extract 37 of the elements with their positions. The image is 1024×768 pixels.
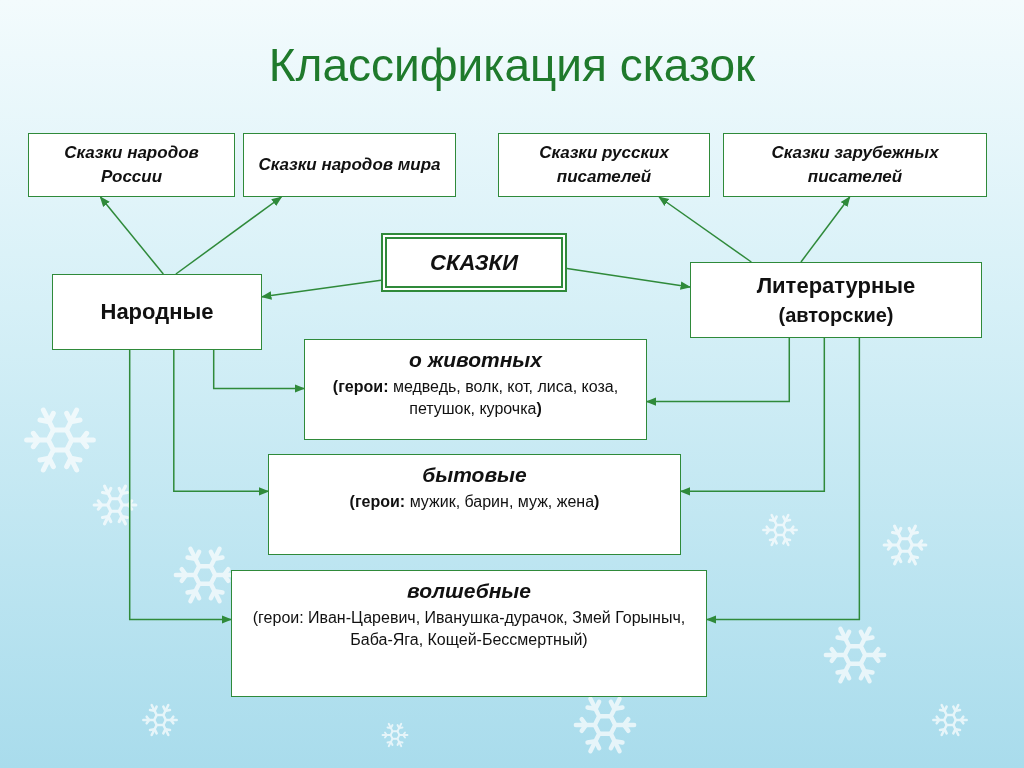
arrow [212, 349, 306, 393]
box-heading: бытовые [422, 463, 527, 487]
category-box [268, 454, 681, 555]
root-box [381, 233, 567, 292]
arrow [128, 349, 233, 624]
arrow [175, 196, 283, 275]
arrow [800, 196, 851, 263]
box-heading: Сказки народов России [63, 142, 200, 188]
arrow [679, 337, 826, 496]
category-box [498, 133, 710, 197]
category-box [28, 133, 235, 197]
box-text: (авторские) [778, 303, 894, 329]
category-box [723, 133, 987, 197]
arrow [173, 349, 270, 496]
category-box [231, 570, 707, 697]
arrow [99, 196, 165, 275]
arrow [705, 337, 861, 624]
box-heading: волшебные [407, 579, 531, 603]
category-box [52, 274, 262, 350]
box-heading: Сказки народов мира [258, 154, 441, 177]
box-heading: Народные [100, 297, 214, 326]
box-text: (герои: Иван-Царевич, Иванушка-дурачок, Змей Горыныч, Баба-Яга, Кощей-Бессмертный) [251, 608, 687, 651]
category-box [690, 262, 982, 338]
box-heading: СКАЗКИ [430, 249, 518, 276]
box-text: (герои: мужик, барин, муж, жена) [348, 492, 601, 512]
category-box [243, 133, 456, 197]
arrow [645, 337, 791, 406]
title: Классификация сказок [267, 38, 757, 92]
arrow [658, 196, 753, 263]
category-box [304, 339, 647, 440]
box-heading: Литературные [756, 271, 916, 300]
box-text: (герои: медведь, волк, кот, лиса, коза, петушок, курочка) [331, 377, 620, 420]
box-heading: Сказки зарубежных писателей [770, 142, 940, 188]
arrow [566, 267, 692, 290]
box-heading: Сказки русских писателей [538, 142, 670, 188]
arrow [260, 279, 382, 300]
box-heading: о животных [409, 348, 542, 372]
